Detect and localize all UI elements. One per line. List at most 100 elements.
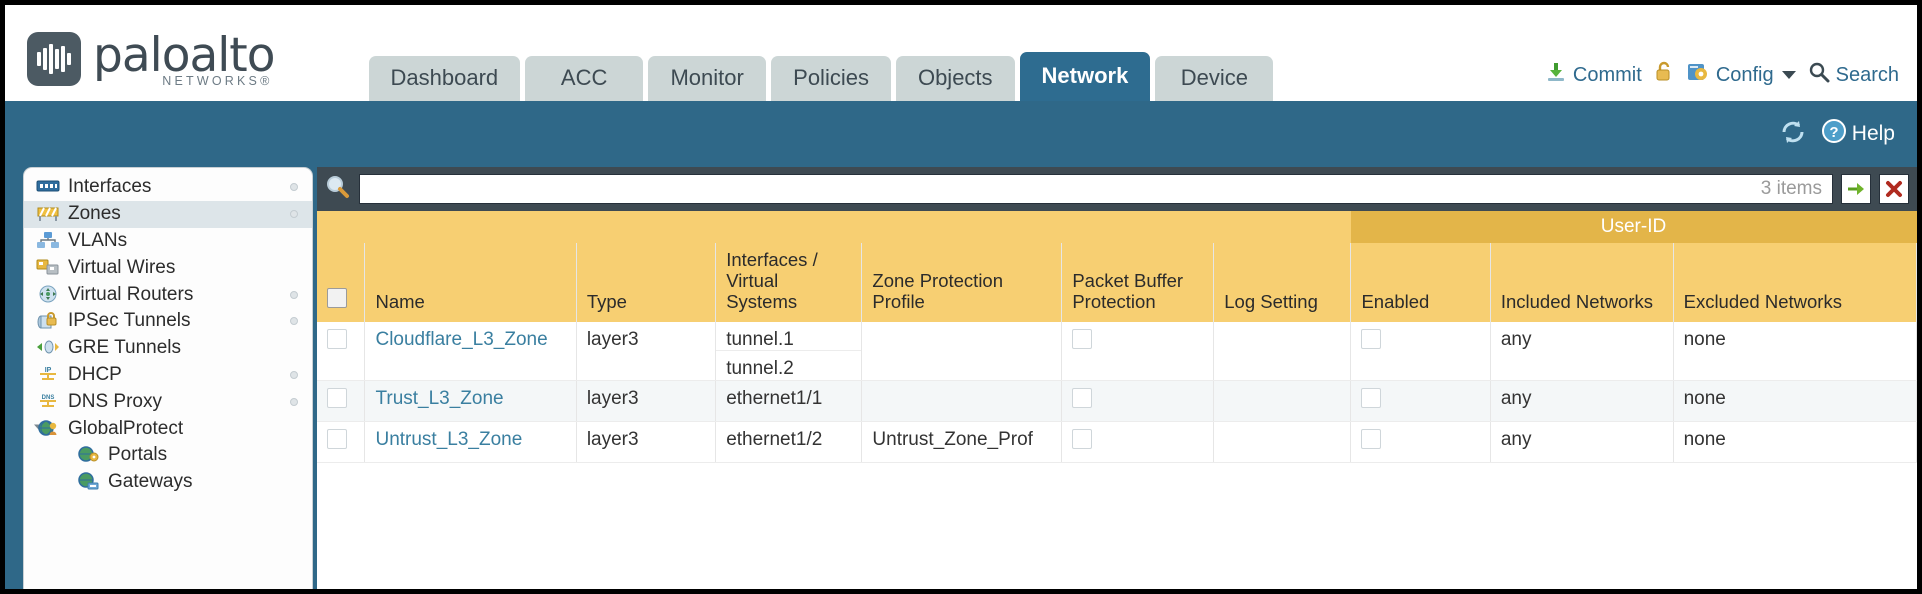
column-header-excluded-networks[interactable]: Excluded Networks	[1673, 242, 1917, 322]
sidebar-item-label: DHCP	[68, 363, 122, 385]
cell-zone-protection-profile	[861, 380, 1063, 422]
status-dot	[290, 210, 298, 219]
table-column-header-row: Name Type Interfaces / Virtual Systems Z…	[317, 242, 1917, 322]
packet-buffer-protection-checkbox[interactable]	[1072, 328, 1093, 349]
packet-buffer-protection-checkbox[interactable]	[1072, 428, 1093, 449]
cell-interfaces: ethernet1/2	[715, 421, 863, 463]
config-button[interactable]: Config	[1686, 61, 1796, 89]
packet-buffer-protection-checkbox[interactable]	[1072, 387, 1093, 408]
column-header-enabled[interactable]: Enabled	[1350, 242, 1491, 322]
cell-userid-enabled	[1350, 421, 1491, 463]
sidebar-item-ipsec-tunnels[interactable]: IPSec Tunnels	[24, 308, 312, 335]
interface-item: tunnel.2	[726, 357, 794, 379]
clear-filter-button[interactable]	[1879, 174, 1909, 204]
column-header-type[interactable]: Type	[576, 242, 717, 322]
cell-log-setting	[1213, 421, 1352, 463]
zone-link[interactable]: Trust_L3_Zone	[375, 387, 504, 409]
row-checkbox[interactable]	[327, 387, 347, 408]
userid-enabled-checkbox[interactable]	[1361, 328, 1382, 349]
search-button[interactable]: Search	[1808, 61, 1899, 89]
cell-userid-enabled	[1350, 380, 1491, 422]
sidebar-item-label: Virtual Routers	[68, 283, 194, 305]
column-header-interfaces[interactable]: Interfaces / Virtual Systems	[715, 242, 863, 322]
userid-enabled-checkbox[interactable]	[1361, 428, 1382, 449]
status-dot	[290, 290, 298, 299]
column-header-name[interactable]: Name	[364, 242, 577, 322]
sidebar-item-interfaces[interactable]: Interfaces	[24, 174, 312, 201]
cell-included-networks: any	[1490, 380, 1674, 422]
commit-label: Commit	[1572, 63, 1642, 86]
interface-item: tunnel.1	[716, 322, 862, 351]
cell-name: Cloudflare_L3_Zone	[364, 321, 577, 381]
tab-monitor[interactable]: Monitor	[648, 56, 767, 101]
sidebar-item-portals[interactable]: Portals	[24, 442, 312, 469]
zones-table: User-ID Name Type Interfaces / Virtual S…	[317, 211, 1917, 463]
top-action-bar: Commit	[1525, 61, 1917, 101]
refresh-icon[interactable]	[1779, 119, 1807, 150]
tab-dashboard[interactable]: Dashboard	[368, 56, 521, 101]
cell-included-networks: any	[1490, 321, 1674, 381]
brand-logo: paloalto NETWORKS®	[5, 32, 275, 102]
column-header-packet-buffer-protection[interactable]: Packet Buffer Protection	[1061, 242, 1215, 322]
sidebar-item-virtual-routers[interactable]: Virtual Routers	[24, 281, 312, 308]
cell-excluded-networks: none	[1673, 421, 1917, 463]
tab-objects[interactable]: Objects	[895, 56, 1015, 101]
cell-interfaces: ethernet1/1	[715, 380, 863, 422]
column-header-zone-protection-profile[interactable]: Zone Protection Profile	[861, 242, 1063, 322]
column-header-included-networks[interactable]: Included Networks	[1490, 242, 1674, 322]
search-icon[interactable]	[325, 174, 351, 205]
portals-icon	[76, 445, 100, 465]
sidebar-item-dns-proxy[interactable]: DNS DNS Proxy	[24, 388, 312, 415]
cell-log-setting	[1213, 321, 1352, 381]
sidebar-item-vlans[interactable]: VLANs	[24, 228, 312, 255]
tab-policies[interactable]: Policies	[771, 56, 891, 101]
cell-log-setting	[1213, 380, 1352, 422]
tab-network[interactable]: Network	[1019, 52, 1151, 101]
filter-input[interactable]	[360, 175, 1751, 203]
table-body: Cloudflare_L3_Zone layer3 tunnel.1 tunne…	[317, 321, 1917, 463]
tab-acc[interactable]: ACC	[525, 56, 644, 101]
zone-link[interactable]: Untrust_L3_Zone	[375, 428, 523, 450]
cell-excluded-networks: none	[1673, 380, 1917, 422]
help-button[interactable]: ? Help	[1821, 118, 1895, 150]
sidebar-item-dhcp[interactable]: IP DHCP	[24, 362, 312, 389]
table-row[interactable]: Cloudflare_L3_Zone layer3 tunnel.1 tunne…	[317, 321, 1917, 381]
status-dot	[290, 397, 298, 406]
svg-text:?: ?	[1829, 124, 1838, 141]
sidebar-item-zones[interactable]: Zones	[24, 200, 312, 228]
network-sidebar: Interfaces Zones VLANs Vir	[23, 167, 313, 589]
sidebar-item-gateways[interactable]: Gateways	[24, 469, 312, 496]
group-header-spacer	[317, 211, 1351, 243]
sidebar-item-label: DNS Proxy	[68, 390, 162, 412]
zones-icon	[36, 204, 60, 224]
brand-text: paloalto NETWORKS®	[93, 32, 275, 88]
ipsec-tunnels-icon	[36, 311, 60, 331]
unlock-button[interactable]	[1654, 61, 1674, 89]
column-header-log-setting[interactable]: Log Setting	[1213, 242, 1352, 322]
items-count-label: 3 items	[1760, 178, 1822, 199]
sidebar-item-label: Virtual Wires	[68, 256, 176, 278]
sidebar-item-gre-tunnels[interactable]: GRE Tunnels	[24, 335, 312, 362]
help-label: Help	[1851, 122, 1895, 145]
cell-userid-enabled	[1350, 321, 1491, 381]
table-header: User-ID Name Type Interfaces / Virtual S…	[317, 211, 1917, 322]
select-all-checkbox[interactable]	[327, 288, 347, 309]
commit-icon	[1545, 61, 1567, 89]
row-checkbox[interactable]	[327, 328, 347, 349]
cell-zone-protection-profile: Untrust_Zone_Prof	[861, 421, 1063, 463]
zone-link[interactable]: Cloudflare_L3_Zone	[375, 328, 548, 350]
table-row[interactable]: Trust_L3_Zone layer3 ethernet1/1 any non…	[317, 380, 1917, 422]
apply-filter-button[interactable]	[1841, 174, 1871, 204]
row-checkbox[interactable]	[327, 428, 347, 449]
userid-enabled-checkbox[interactable]	[1361, 387, 1382, 408]
sidebar-item-label: Interfaces	[68, 176, 152, 198]
sidebar-item-globalprotect[interactable]: GlobalProtect	[24, 415, 312, 442]
tab-device[interactable]: Device	[1155, 56, 1274, 101]
sidebar-item-virtual-wires[interactable]: Virtual Wires	[24, 254, 312, 281]
chevron-down-icon[interactable]	[1781, 71, 1796, 79]
cell-type: layer3	[576, 421, 717, 463]
commit-button[interactable]: Commit	[1545, 61, 1642, 89]
cell-excluded-networks: none	[1673, 321, 1917, 381]
table-row[interactable]: Untrust_L3_Zone layer3 ethernet1/2 Untru…	[317, 421, 1917, 463]
